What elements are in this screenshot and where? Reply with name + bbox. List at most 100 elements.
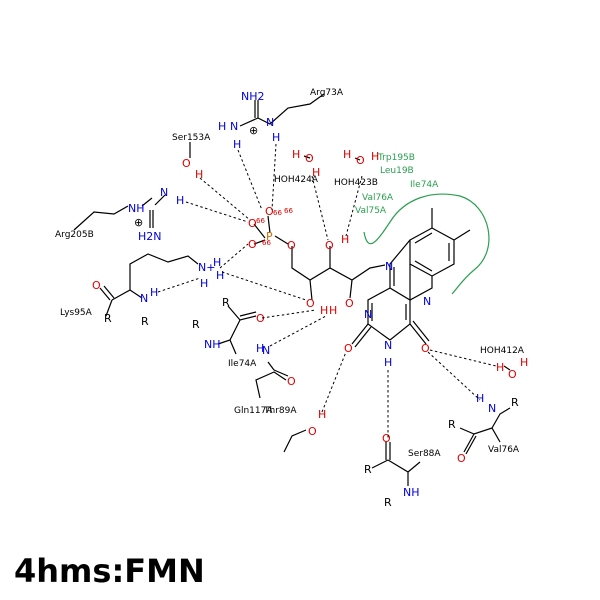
val76a-hydrophobic-label: Val76A (362, 193, 394, 203)
hoh423b-label: HOH423B (334, 178, 378, 188)
ser153a-label: Ser153A (172, 133, 211, 143)
hoh424a-label: HOH424A (274, 175, 319, 185)
water-bonds (303, 155, 361, 161)
arg205b-h: H (176, 194, 184, 207)
val76a-n: N (488, 402, 496, 415)
isoalloxazine-ring (351, 208, 471, 348)
atom-h-o4b: H (329, 304, 337, 317)
arg205b-h2n: H2N (138, 230, 162, 243)
arg205b-label: Arg205B (55, 230, 94, 240)
hoh412a-bond (503, 365, 511, 371)
atom-op3: O (248, 238, 257, 251)
lys95a-r: R (104, 312, 112, 325)
arg205b-n: N (160, 186, 168, 199)
arg73a-sidechain (239, 93, 325, 127)
distance-label-op3: 66 (262, 239, 271, 247)
ile74a-r2: R (192, 318, 200, 331)
atom-h-o4a: H (320, 304, 328, 317)
hydrogen-bonds (157, 143, 497, 440)
lys95a-r2: R (141, 315, 149, 328)
thr89a-og: O (308, 425, 317, 438)
hoh412a-h: H (496, 361, 504, 374)
atom-n10: N (385, 260, 393, 273)
ser88a-backbone (371, 442, 421, 486)
ser88a-r2: R (384, 496, 392, 509)
trp195b-label: Trp195B (377, 153, 415, 163)
thr89a-hg: H (318, 408, 326, 421)
arg73a-label: Arg73A (310, 88, 344, 98)
atom-o5: O (287, 239, 296, 252)
hoh424a-o: O (305, 152, 314, 165)
hoh423b-h: H (343, 148, 351, 161)
arg205b-sidechain (73, 194, 166, 231)
arg73a-ne: N (266, 116, 274, 129)
thr89a-bond (283, 429, 307, 453)
atom-n1: N (364, 308, 372, 321)
arg205b-charge: ⊕ (134, 216, 143, 229)
val76a-backbone (459, 407, 511, 455)
arg73a-n: N (230, 120, 238, 133)
atom-o2: O (344, 342, 353, 355)
thr89a-label: Thr89A (263, 406, 297, 416)
hoh412a-h2: H (520, 356, 528, 369)
hydrophobic-contact-arc (363, 193, 490, 295)
val76a-h: H (476, 392, 484, 405)
atom-h3: H (384, 356, 392, 369)
lys95a-hz3: H (216, 269, 224, 282)
gln117a-sidechain (255, 361, 289, 399)
atom-o4-ribityl: O (306, 297, 315, 310)
atom-op2: O (248, 217, 257, 230)
leu19b-label: Leu19B (380, 166, 414, 176)
arg73a-he: H (272, 131, 280, 144)
gln117a-label: Gln117A (234, 406, 273, 416)
atom-h-o3: H (341, 233, 349, 246)
val76a-label: Val76A (488, 445, 520, 455)
hoh412a-o: O (508, 368, 517, 381)
ile74a-r: R (222, 296, 230, 309)
val76a-r: R (448, 418, 456, 431)
arg205b-nh: NH (128, 202, 145, 215)
lys95a-o: O (92, 279, 101, 292)
arg73a-charge: ⊕ (249, 124, 258, 137)
hoh412a-label: HOH412A (480, 346, 525, 356)
ribityl-chain (291, 246, 386, 301)
val75a-label: Val75A (355, 206, 387, 216)
atom-p: P (266, 230, 273, 243)
gln117a-h: H (256, 342, 264, 355)
atom-o2-ribityl: O (345, 297, 354, 310)
ile74a-label: Ile74A (228, 359, 257, 369)
ser88a-label: Ser88A (408, 449, 441, 459)
hoh424a-h2: H (312, 166, 320, 179)
hoh423b-o: O (356, 154, 365, 167)
lys95a-label: Lys95A (60, 308, 93, 318)
ile74a-hydrophobic-label: Ile74A (410, 180, 439, 190)
gln117a-o: O (287, 375, 296, 388)
arg73a-h: H (218, 120, 226, 133)
arg73a-nh2: NH2 (241, 90, 265, 103)
val76a-r2: R (511, 396, 519, 409)
ser88a-nh: NH (403, 486, 420, 499)
phosphate-group (253, 215, 289, 245)
lys95a-nz: N+ (198, 261, 215, 274)
ligand-title: 4hms:FMN (14, 552, 205, 590)
lys95a-h: H (150, 286, 158, 299)
atom-n3: N (384, 339, 392, 352)
lys95a-n: N (140, 292, 148, 305)
hoh424a-h: H (292, 148, 300, 161)
hoh423b-h2: H (371, 150, 379, 163)
atom-op1: O (265, 205, 274, 218)
lys95a-hz2: H (200, 277, 208, 290)
ile74a-nh: NH (204, 338, 221, 351)
atom-o3-ribityl: O (325, 239, 334, 252)
ser88a-o: O (382, 432, 391, 445)
lys95a-sidechain (99, 253, 199, 317)
ile74a-o: O (256, 312, 265, 325)
gln117a-n: N (262, 344, 270, 357)
distance-label-op2: 66 (256, 217, 265, 225)
ile74a-backbone (217, 305, 257, 355)
distance-label-op1: 66 (273, 209, 282, 217)
ser153a-hg: H (195, 168, 203, 181)
lys95a-hz: H (213, 256, 221, 269)
ser153a-og: O (182, 157, 191, 170)
